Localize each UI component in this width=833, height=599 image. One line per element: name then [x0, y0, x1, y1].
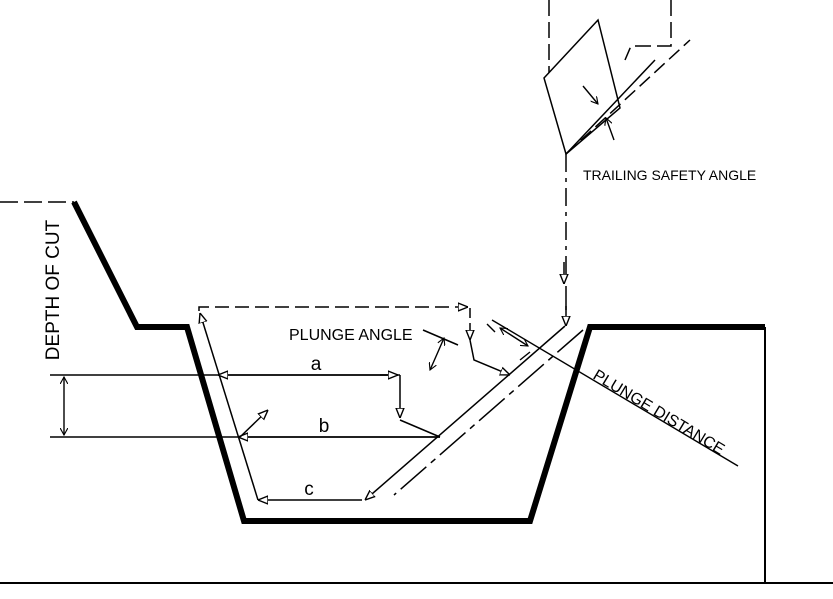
plunge-distance-label: PLUNGE DISTANCE [590, 367, 727, 459]
trailing-safety-angle-label: TRAILING SAFETY ANGLE [583, 167, 756, 183]
tool-axis-dashed [565, 39, 691, 155]
plunge-reference-dashed [393, 329, 584, 496]
pass-a-label: a [311, 354, 322, 375]
tool-axis-solid [565, 59, 656, 155]
pass-b-up-arrow [239, 410, 268, 438]
workpiece-profile [71, 200, 765, 524]
safety-angle-arrow-lower [606, 118, 615, 141]
left-return-path [200, 313, 259, 501]
plunge-distance-arrows [500, 328, 528, 346]
plunge-angle-label: PLUNGE ANGLE [289, 327, 413, 344]
plunge-entry-path [469, 339, 510, 375]
cutting-tool [543, 18, 621, 156]
step-diagonal [399, 419, 441, 438]
plunge-angle-arc [430, 338, 444, 370]
top-path-dashed [198, 307, 468, 311]
pass-c-label: c [304, 479, 314, 500]
plunge-angle-leader [422, 329, 459, 346]
plunge-distance-ext-1 [486, 323, 496, 333]
plunge-distance-dim-line [491, 319, 739, 467]
safety-angle-arrow-upper [582, 85, 598, 104]
tool-holder-right [624, 0, 672, 61]
pass-b-label: b [319, 416, 330, 437]
plunge-path-main [365, 325, 566, 500]
plunge-distance-ext-2 [519, 351, 531, 361]
depth-of-cut-label: DEPTH OF CUT [43, 219, 64, 360]
